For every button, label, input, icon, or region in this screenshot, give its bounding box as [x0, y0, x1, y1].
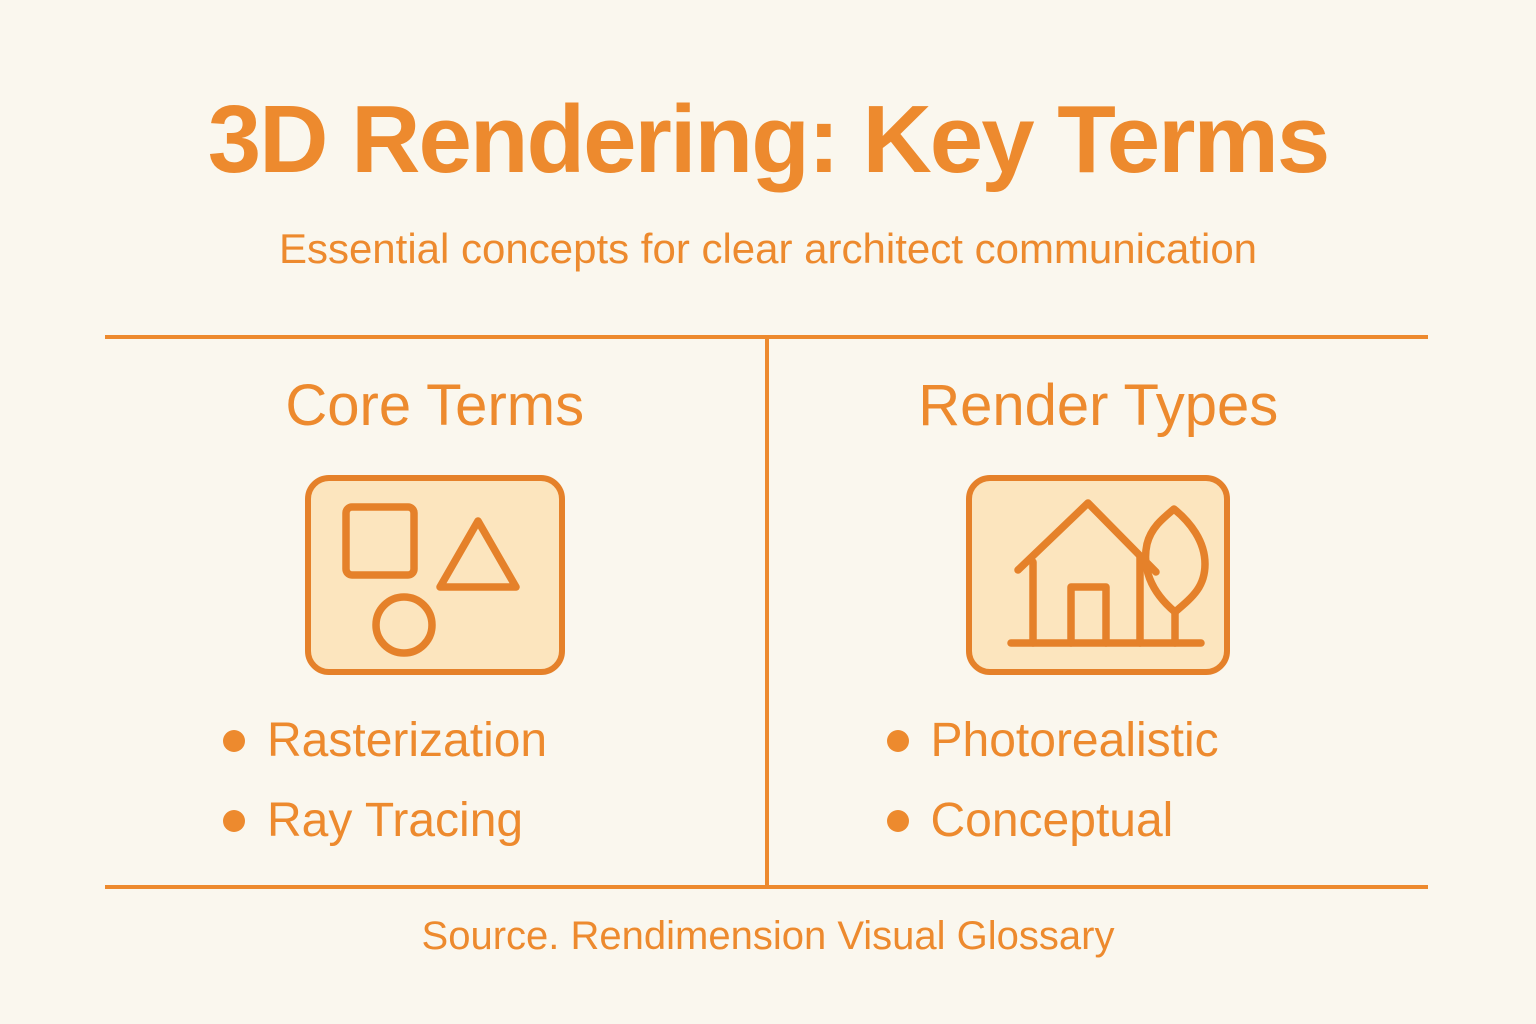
triangle-shape: [436, 517, 520, 591]
tree-leaf: [1142, 505, 1209, 616]
bullet-dot-icon: [886, 730, 909, 752]
vertical-divider: [764, 339, 769, 885]
list-item-label: Conceptual: [930, 794, 1174, 847]
house-icon-svg: [1007, 499, 1209, 647]
column-core-terms: Core Terms Rasterization Ray Tracing: [105, 339, 765, 885]
column-render-types: Render Types: [769, 339, 1429, 885]
list-item-label: Ray Tracing: [267, 794, 524, 847]
bullet-dot-icon: [886, 810, 909, 832]
list-item-label: Rasterization: [267, 714, 548, 767]
page-title: 3D Rendering: Key Terms: [207, 86, 1331, 193]
content-frame: Core Terms Rasterization Ray Tracing: [105, 335, 1428, 889]
circle-shape: [372, 593, 436, 657]
list-item: Rasterization: [223, 713, 547, 769]
core-terms-heading: Core Terms: [285, 373, 585, 438]
roof-outline: [1014, 499, 1160, 576]
render-types-list: Photorealistic Conceptual: [886, 713, 1219, 849]
bullet-dot-icon: [223, 810, 245, 832]
source-note: Source. Rendimension Visual Glossary: [421, 914, 1115, 958]
square-shape: [342, 503, 418, 579]
shapes-icon-svg: [342, 503, 520, 657]
core-terms-list: Rasterization Ray Tracing: [223, 713, 547, 849]
list-item: Conceptual: [886, 793, 1219, 849]
geometric-shapes-icon: [304, 475, 565, 675]
bullet-dot-icon: [223, 730, 245, 752]
list-item-label: Photorealistic: [930, 714, 1219, 767]
house-and-tree-icon: [966, 475, 1231, 675]
page-subtitle: Essential concepts for clear architect c…: [278, 225, 1258, 272]
render-types-heading: Render Types: [918, 373, 1279, 438]
door-outline: [1067, 583, 1110, 647]
list-item: Photorealistic: [886, 713, 1219, 769]
list-item: Ray Tracing: [223, 793, 547, 849]
